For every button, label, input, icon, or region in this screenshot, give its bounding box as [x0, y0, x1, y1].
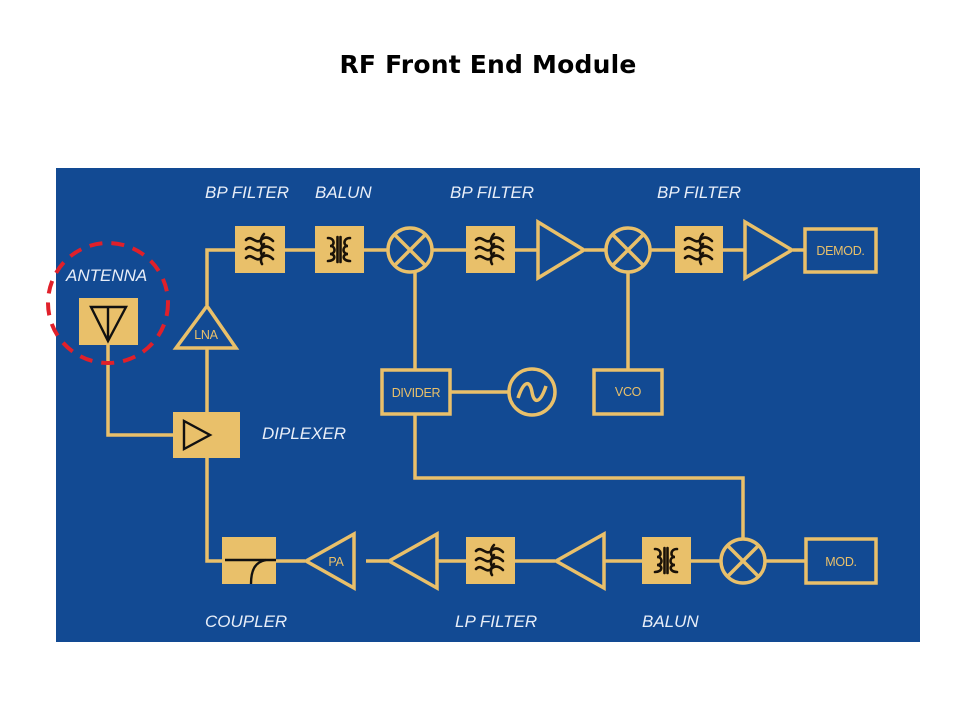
page-title: RF Front End Module — [339, 50, 637, 79]
sine-wave-icon — [516, 382, 548, 402]
mod-block: MOD. — [804, 537, 878, 585]
mixer-1 — [386, 226, 434, 274]
pa-label: PA — [328, 555, 344, 569]
label-balun-top: BALUN — [315, 183, 372, 202]
mixer-2 — [604, 226, 652, 274]
amplifier-tx-2 — [552, 531, 606, 591]
label-coupler: COUPLER — [205, 612, 287, 631]
label-bp-filter-1: BP FILTER — [205, 183, 289, 202]
diplexer — [173, 412, 240, 458]
bp-filter-3 — [675, 226, 723, 273]
demod-label: DEMOD. — [816, 244, 864, 258]
coupler — [222, 537, 276, 585]
demod-block: DEMOD. — [803, 227, 878, 274]
vco-block: VCO — [592, 368, 664, 416]
lp-filter — [466, 537, 515, 584]
bp-filter-2 — [466, 226, 515, 273]
label-bp-filter-3: BP FILTER — [657, 183, 741, 202]
label-antenna: ANTENNA — [65, 266, 147, 285]
oscillator — [507, 367, 557, 417]
bp-filter-1 — [235, 226, 285, 273]
balun-bottom — [642, 537, 691, 584]
label-diplexer: DIPLEXER — [262, 424, 346, 443]
balun-top — [315, 226, 364, 273]
divider-block: DIVIDER — [380, 368, 452, 416]
antenna-icon — [89, 305, 128, 344]
lna-label: LNA — [194, 328, 218, 342]
triangle-icon — [182, 418, 213, 452]
vco-label: VCO — [615, 385, 642, 399]
antenna — [79, 298, 138, 345]
divider-label: DIVIDER — [392, 386, 441, 400]
label-lp-filter: LP FILTER — [455, 612, 537, 631]
coupler-curve-icon — [225, 558, 276, 585]
mod-label: MOD. — [825, 555, 856, 569]
pa-amplifier: PA — [302, 531, 356, 591]
label-balun-bottom: BALUN — [642, 612, 699, 631]
label-bp-filter-2: BP FILTER — [450, 183, 534, 202]
signal-wires — [106, 248, 805, 563]
mixer-3 — [719, 537, 767, 585]
lna-amplifier: LNA — [172, 302, 240, 350]
amplifier-output — [743, 218, 796, 282]
antenna-highlight-circle — [46, 241, 170, 365]
amplifier-if — [536, 218, 588, 282]
amplifier-tx-1 — [385, 531, 439, 591]
